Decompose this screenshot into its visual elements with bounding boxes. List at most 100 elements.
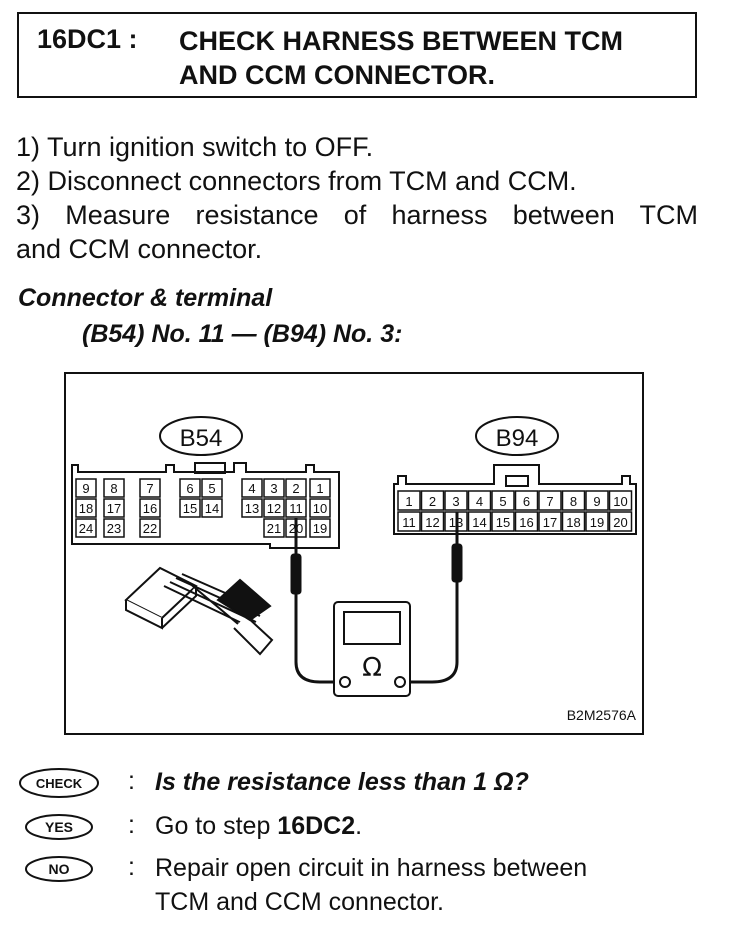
- check-question: Is the resistance less than 1 Ω?: [155, 768, 529, 796]
- b54-pin-grid: 987654321181716151413121110242322212019: [75, 478, 331, 538]
- b94-pin-2: 2: [429, 494, 436, 509]
- b94-pin-18-cell: [561, 511, 586, 532]
- b94-pin-11: 11: [402, 515, 416, 530]
- procedure-step-1: 1) Turn ignition switch to OFF.: [16, 132, 374, 162]
- b54-pin-14: 14: [205, 501, 219, 516]
- b54-pin-23: 23: [107, 521, 121, 536]
- b94-pin-1: 1: [405, 494, 412, 509]
- b54-pin-14-cell: [201, 498, 223, 518]
- b54-pin-18: 18: [79, 501, 93, 516]
- b54-pin-3-cell: [263, 478, 285, 498]
- b94-pin-19: 19: [590, 515, 604, 530]
- step-title-line-1: CHECK HARNESS BETWEEN TCM: [179, 26, 624, 56]
- b94-pin-15: 15: [496, 515, 510, 530]
- b54-pin-21: 21: [267, 521, 281, 536]
- step-title-box: 16DC1 : CHECK HARNESS BETWEEN TCM AND CC…: [17, 12, 697, 98]
- harness-connector-illustration: [124, 566, 274, 656]
- yes-target-step: 16DC2: [277, 812, 356, 840]
- ohmmeter-symbol: Ω: [362, 653, 382, 683]
- check-badge: CHECK: [19, 768, 99, 798]
- b54-pin-4-cell: [241, 478, 263, 498]
- check-colon: :: [128, 767, 135, 795]
- yes-action-suffix: .: [355, 812, 363, 840]
- b54-pin-4: 4: [248, 481, 255, 496]
- b94-pin-11-cell: [397, 511, 421, 532]
- procedure-steps: 1) Turn ignition switch to OFF. 2) Disco…: [16, 130, 706, 266]
- yes-badge: YES: [25, 814, 93, 840]
- b94-pin-16: 16: [519, 515, 533, 530]
- b94-pin-16-cell: [514, 511, 539, 532]
- b54-pin-8-cell: [103, 478, 125, 498]
- b54-pin-7: 7: [146, 481, 153, 496]
- b54-pin-2: 2: [292, 481, 299, 496]
- b54-pin-19: 19: [313, 521, 327, 536]
- procedure-step-3-continued: and CCM connector.: [16, 234, 263, 264]
- no-colon: :: [128, 853, 135, 881]
- no-badge: NO: [25, 856, 93, 882]
- b94-label: B94: [496, 425, 539, 452]
- b94-pin-9: 9: [593, 494, 600, 509]
- yes-action-prefix: Go to step: [155, 812, 278, 840]
- b54-connector: [71, 462, 340, 549]
- b94-pin-10: 10: [613, 494, 627, 509]
- b54-pin-6-cell: [179, 478, 201, 498]
- b54-pin-11-cell: [285, 498, 307, 518]
- b54-pin-9-cell: [75, 478, 97, 498]
- b54-pin-21-cell: [263, 518, 285, 538]
- yes-badge-label: YES: [45, 819, 73, 835]
- b94-pin-2-cell: [420, 490, 445, 511]
- procedure-step-2: 2) Disconnect connectors from TCM and CC…: [16, 166, 577, 196]
- b54-pin-9: 9: [82, 481, 89, 496]
- b54-pin-19-cell: [309, 518, 331, 538]
- b54-pin-24-cell: [75, 518, 97, 538]
- b54-label-oval: [159, 416, 243, 456]
- b94-pin-19-cell: [585, 511, 609, 532]
- b94-label-oval: [475, 416, 559, 456]
- b94-pin-6-cell: [514, 490, 539, 511]
- b94-pin-12: 12: [425, 515, 439, 530]
- b94-pin-5-cell: [491, 490, 515, 511]
- no-action-line-1: Repair open circuit in harness between: [155, 854, 588, 882]
- b54-pin-22: 22: [143, 521, 157, 536]
- b54-pin-12-cell: [263, 498, 285, 518]
- b94-pin-14-cell: [467, 511, 492, 532]
- b54-pin-11: 11: [289, 501, 303, 516]
- b54-pin-15: 15: [183, 501, 197, 516]
- figure-code: B2M2576A: [567, 707, 637, 723]
- b54-pin-5: 5: [208, 481, 215, 496]
- step-code: 16DC1 :: [37, 24, 138, 54]
- b94-connector: [393, 464, 637, 535]
- b54-pin-22-cell: [139, 518, 161, 538]
- yes-colon: :: [128, 811, 135, 839]
- b94-pin-17: 17: [543, 515, 557, 530]
- step-title-line-2: AND CCM CONNECTOR.: [179, 60, 495, 90]
- b54-pin-6: 6: [186, 481, 193, 496]
- step-title: CHECK HARNESS BETWEEN TCM AND CCM CONNEC…: [179, 24, 689, 92]
- b54-pin-17-cell: [103, 498, 125, 518]
- ohmmeter: [333, 601, 411, 697]
- b94-pin-6: 6: [523, 494, 530, 509]
- b94-pin-10-cell: [608, 490, 633, 511]
- b54-pin-13-cell: [241, 498, 263, 518]
- b94-pin-7: 7: [546, 494, 553, 509]
- b54-pin-5-cell: [201, 478, 223, 498]
- connector-terminal-spec: (B54) No. 11 — (B94) No. 3:: [82, 320, 403, 348]
- b54-pin-7-cell: [139, 478, 161, 498]
- b54-pin-3: 3: [270, 481, 277, 496]
- no-badge-label: NO: [49, 861, 70, 877]
- b54-pin-1-cell: [309, 478, 331, 498]
- b94-pin-14: 14: [472, 515, 486, 530]
- b54-pin-8: 8: [110, 481, 117, 496]
- b54-pin-24: 24: [79, 521, 93, 536]
- b94-pin-grid: 1234567891011121314151617181920: [397, 490, 633, 532]
- b94-pin-4: 4: [476, 494, 483, 509]
- meter-probe-left: [290, 518, 340, 684]
- b94-pin-17-cell: [538, 511, 562, 532]
- b54-pin-1: 1: [316, 481, 323, 496]
- b94-pin-1-cell: [397, 490, 421, 511]
- b94-pin-3-cell: [444, 490, 468, 511]
- b94-pin-7-cell: [538, 490, 562, 511]
- no-action-line-2: TCM and CCM connector.: [155, 888, 444, 916]
- b94-pin-4-cell: [467, 490, 492, 511]
